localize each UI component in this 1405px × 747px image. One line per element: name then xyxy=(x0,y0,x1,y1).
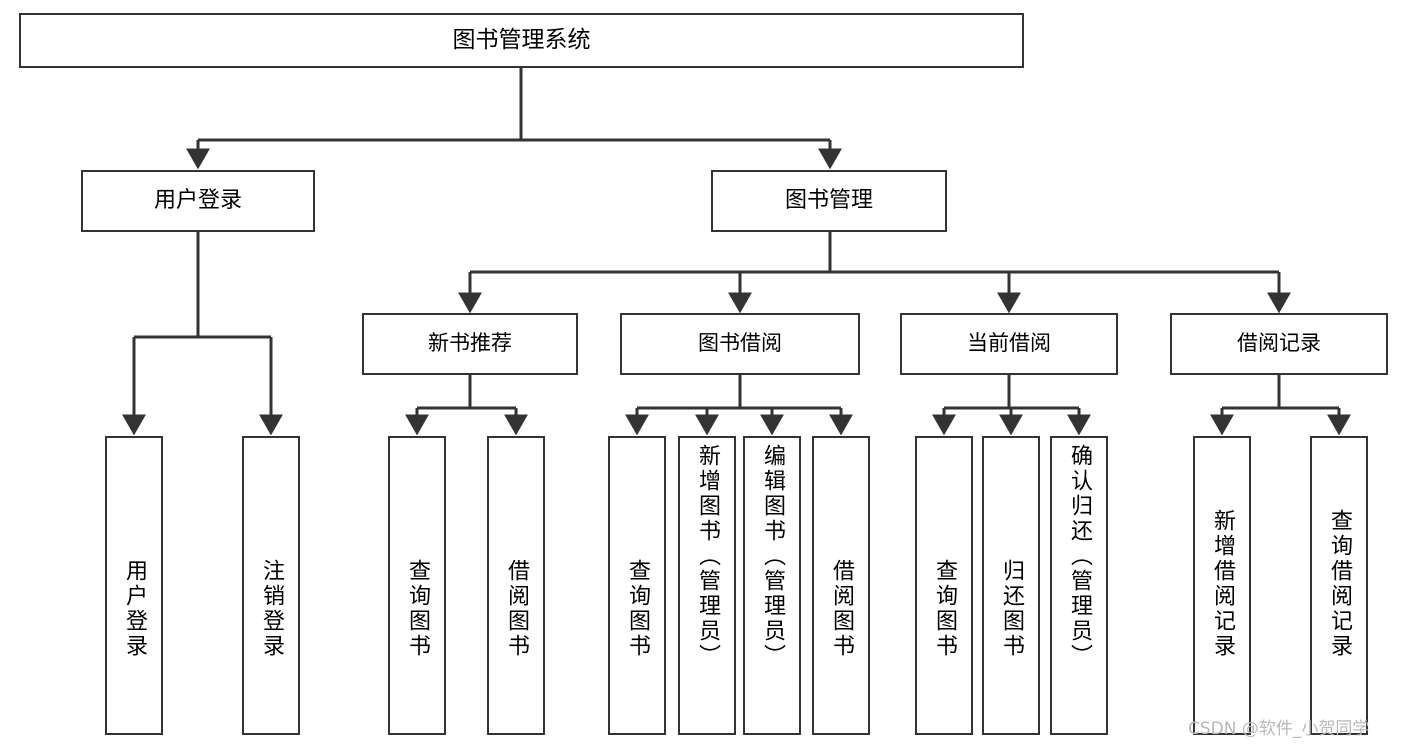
leaf-borrow-book-recommend[interactable]: 借阅图书 xyxy=(487,436,545,735)
leaf-user-login[interactable]: 用户登录 xyxy=(105,436,163,735)
leaf-query-book-current[interactable]: 查询图书 xyxy=(915,436,973,735)
leaf-confirm-return[interactable]: 确认归还（管理员） xyxy=(1050,436,1108,735)
leaf-query-borrow-record-label: 查询借阅记录 xyxy=(1327,509,1352,659)
node-borrow-record[interactable]: 借阅记录 xyxy=(1170,313,1388,375)
leaf-user-login-label: 用户登录 xyxy=(122,559,147,659)
leaf-edit-book-label: 编辑图书（管理员） xyxy=(760,444,785,669)
leaf-query-book-recommend-label: 查询图书 xyxy=(405,559,430,659)
node-user-login[interactable]: 用户登录 xyxy=(81,170,315,232)
leaf-borrow-book-recommend-label: 借阅图书 xyxy=(504,559,529,659)
leaf-query-borrow-record[interactable]: 查询借阅记录 xyxy=(1310,436,1368,735)
leaf-add-book[interactable]: 新增图书（管理员） xyxy=(678,436,736,735)
leaf-edit-book[interactable]: 编辑图书（管理员） xyxy=(743,436,801,735)
node-book-borrow[interactable]: 图书借阅 xyxy=(620,313,860,375)
leaf-query-book-recommend[interactable]: 查询图书 xyxy=(388,436,446,735)
leaf-query-book-label: 查询图书 xyxy=(625,559,650,659)
leaf-confirm-return-label: 确认归还（管理员） xyxy=(1067,444,1092,669)
node-book-manage-label: 图书管理 xyxy=(784,187,873,213)
node-current-borrow-label: 当前借阅 xyxy=(967,331,1051,356)
node-new-book-recommend[interactable]: 新书推荐 xyxy=(362,313,578,375)
leaf-logout[interactable]: 注销登录 xyxy=(242,436,300,735)
node-current-borrow[interactable]: 当前借阅 xyxy=(900,313,1118,375)
csdn-watermark: CSDN @软件_小贺同学 xyxy=(1188,719,1370,739)
node-book-manage[interactable]: 图书管理 xyxy=(711,170,947,232)
node-book-borrow-label: 图书借阅 xyxy=(698,331,782,356)
leaf-add-book-label: 新增图书（管理员） xyxy=(695,444,720,669)
leaf-query-book-current-label: 查询图书 xyxy=(932,559,957,659)
node-user-login-label: 用户登录 xyxy=(153,187,242,213)
node-root-label: 图书管理系统 xyxy=(452,26,591,53)
leaf-return-book-label: 归还图书 xyxy=(999,559,1024,659)
leaf-add-borrow-record-label: 新增借阅记录 xyxy=(1210,509,1235,659)
node-root[interactable]: 图书管理系统 xyxy=(19,13,1024,68)
node-new-book-recommend-label: 新书推荐 xyxy=(428,331,512,356)
leaf-return-book[interactable]: 归还图书 xyxy=(982,436,1040,735)
leaf-borrow-book[interactable]: 借阅图书 xyxy=(812,436,870,735)
leaf-logout-label: 注销登录 xyxy=(259,559,284,659)
leaf-borrow-book-label: 借阅图书 xyxy=(829,559,854,659)
node-borrow-record-label: 借阅记录 xyxy=(1237,331,1321,356)
leaf-query-book[interactable]: 查询图书 xyxy=(608,436,666,735)
leaf-add-borrow-record[interactable]: 新增借阅记录 xyxy=(1193,436,1251,735)
